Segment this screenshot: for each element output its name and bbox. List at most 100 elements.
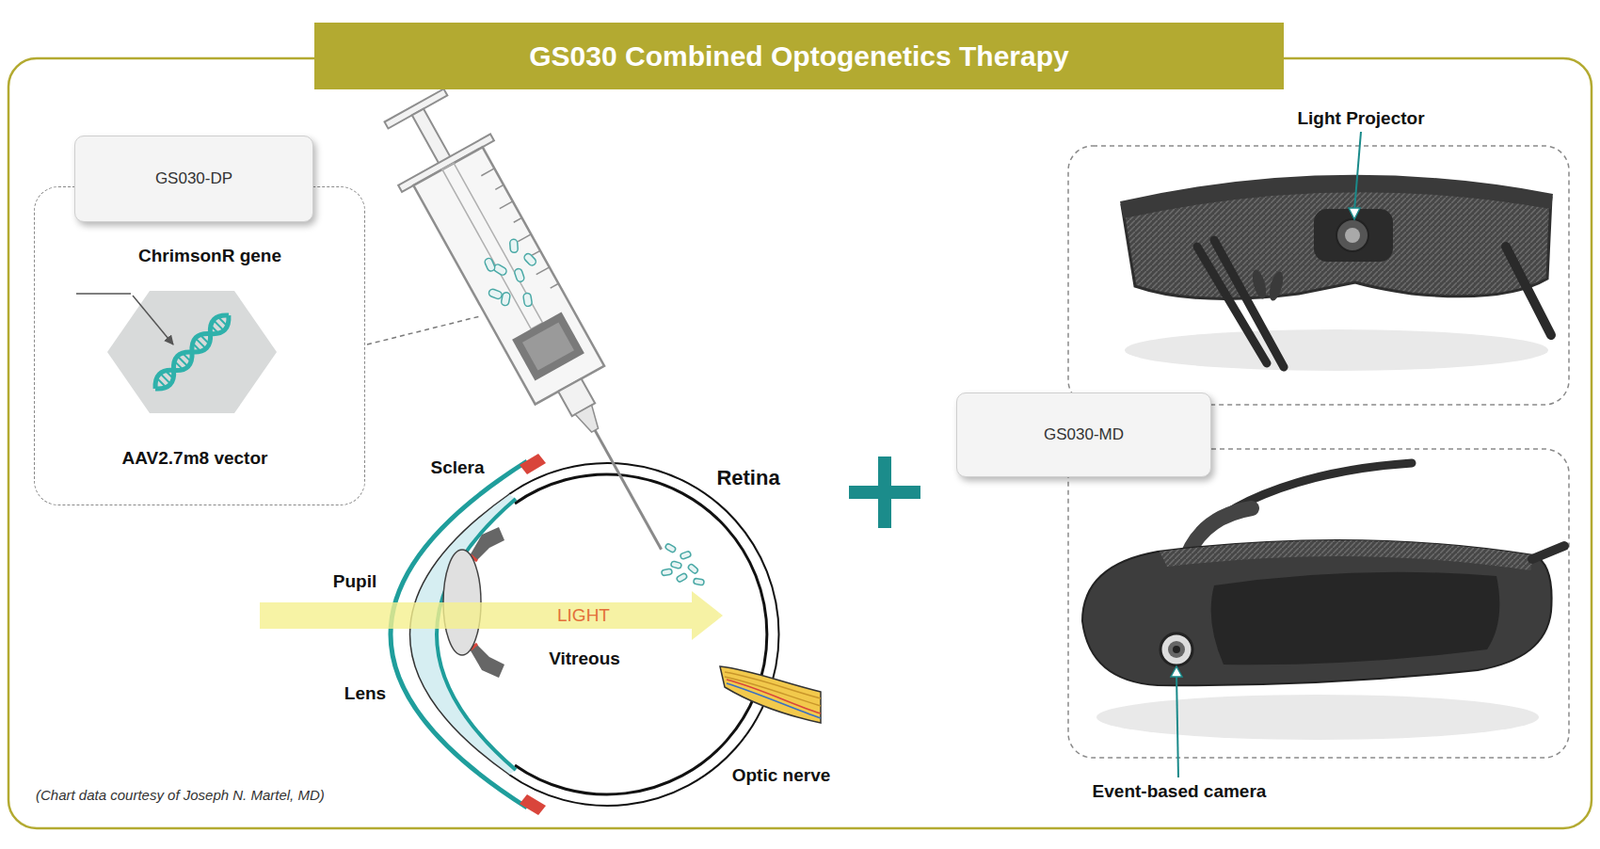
part-label: Vitreous: [548, 648, 621, 670]
syringe: [368, 80, 707, 576]
glasses-front-view: [1096, 694, 1539, 740]
syringe: [536, 267, 550, 275]
glasses-rear-view: [1336, 219, 1369, 252]
gene-icon: [76, 290, 277, 414]
gene-icon: [149, 309, 234, 394]
syringe: [513, 217, 523, 223]
eye-illustration: [675, 572, 688, 583]
syringe: [413, 146, 605, 404]
glasses-rear-view: [1266, 270, 1286, 303]
gene-icon: [192, 343, 201, 352]
gene-name: ChrimsonR gene: [138, 245, 282, 267]
syringe: [575, 404, 604, 435]
eye-illustration: [390, 453, 821, 816]
syringe: [512, 312, 585, 382]
box-label: GS030-DP: [155, 169, 233, 189]
syringe: [594, 430, 662, 550]
eye-illustration: [664, 543, 677, 554]
part-label: Optic nerve: [732, 765, 832, 786]
eye-illustration: [724, 672, 821, 699]
title-band: GS030 Combined Optogenetics Therapy: [314, 22, 1284, 90]
gene-icon: [165, 370, 174, 379]
plus-sign: [878, 456, 892, 528]
leader-line: [1354, 131, 1361, 211]
part-label: Sclera: [430, 457, 484, 479]
eye-illustration: [724, 676, 821, 706]
eye-illustration: [468, 527, 505, 561]
eye-illustration: [661, 543, 705, 586]
product-box: GS030-DP: [74, 135, 314, 223]
eye-illustration: [670, 560, 682, 570]
syringe: [480, 168, 559, 291]
glasses-front-view: [1532, 545, 1565, 560]
syringe: [509, 239, 518, 254]
gene-icon: [200, 335, 208, 343]
device-panel: [1068, 448, 1569, 758]
eye-illustration: [519, 794, 546, 816]
eye-illustration: [726, 683, 821, 719]
light-arrow: [259, 591, 723, 640]
syringe: [487, 288, 503, 300]
glasses-rear-view: [1249, 268, 1269, 301]
syringe: [531, 250, 541, 256]
box-label: GS030-MD: [1043, 425, 1124, 445]
leader-line: [1348, 131, 1361, 220]
syringe: [522, 321, 575, 370]
eye-illustration: [436, 498, 516, 770]
glasses-front-view: [1211, 572, 1501, 665]
eye-illustration: [410, 494, 511, 775]
device-part-label: Light Projector: [1296, 108, 1424, 129]
glasses-rear-view: [1505, 246, 1552, 336]
syringe: [483, 256, 496, 272]
part-label: Retina: [716, 465, 780, 491]
gene-icon: [182, 352, 191, 361]
outer-frame: [8, 58, 1592, 829]
eye-illustration: [687, 562, 699, 575]
syringe: [513, 267, 526, 283]
syringe: [550, 283, 560, 288]
syringe: [522, 252, 537, 268]
light-arrow: [691, 591, 723, 640]
glasses-front-view: [1082, 540, 1552, 686]
eye-illustration: [514, 474, 768, 795]
syringe: [517, 234, 531, 242]
syringe: [442, 162, 544, 329]
gene-icon: [210, 325, 219, 334]
gene-icon: [156, 316, 228, 388]
glasses-front-view: [1159, 540, 1535, 571]
light-arrow: [259, 602, 692, 629]
eye-illustration: [509, 463, 780, 806]
glasses-rear-view: [1214, 240, 1284, 368]
glasses-front-view: [1168, 640, 1185, 658]
glasses-rear-view: [1344, 227, 1360, 243]
eye-illustration: [720, 666, 821, 723]
syringe: [523, 292, 533, 307]
eye-illustration: [519, 453, 546, 475]
eye-illustration: [661, 568, 673, 576]
glasses-rear-view: [1124, 329, 1549, 371]
gene-icon: [175, 361, 183, 369]
leader-line: [1170, 666, 1183, 677]
dashed-leader: [367, 316, 480, 345]
syringe: [469, 233, 556, 323]
syringe: [480, 168, 495, 176]
gene-icon: [132, 295, 174, 345]
eye-illustration: [693, 577, 705, 586]
glasses-front-view: [1172, 645, 1181, 654]
gene-icon: [157, 378, 167, 388]
gene-icon: [218, 317, 226, 325]
leader-line: [1170, 666, 1183, 778]
caption: (Chart data courtesy of Joseph N. Martel…: [35, 786, 325, 803]
gene-icon: [107, 290, 277, 414]
device-panel: [1068, 145, 1569, 405]
plus-sign: [848, 456, 921, 528]
part-label: Lens: [344, 683, 386, 704]
leader-line: [1176, 673, 1179, 778]
glasses-rear-view: [1197, 246, 1267, 364]
syringe: [495, 184, 504, 190]
eye-illustration: [468, 643, 505, 678]
device-part-label: Event-based camera: [1092, 781, 1267, 802]
gene-panel: ChrimsonR geneAAV2.7m8 vector: [33, 186, 366, 506]
product-box: GS030-MD: [956, 392, 1212, 478]
eye-illustration: [726, 679, 821, 714]
